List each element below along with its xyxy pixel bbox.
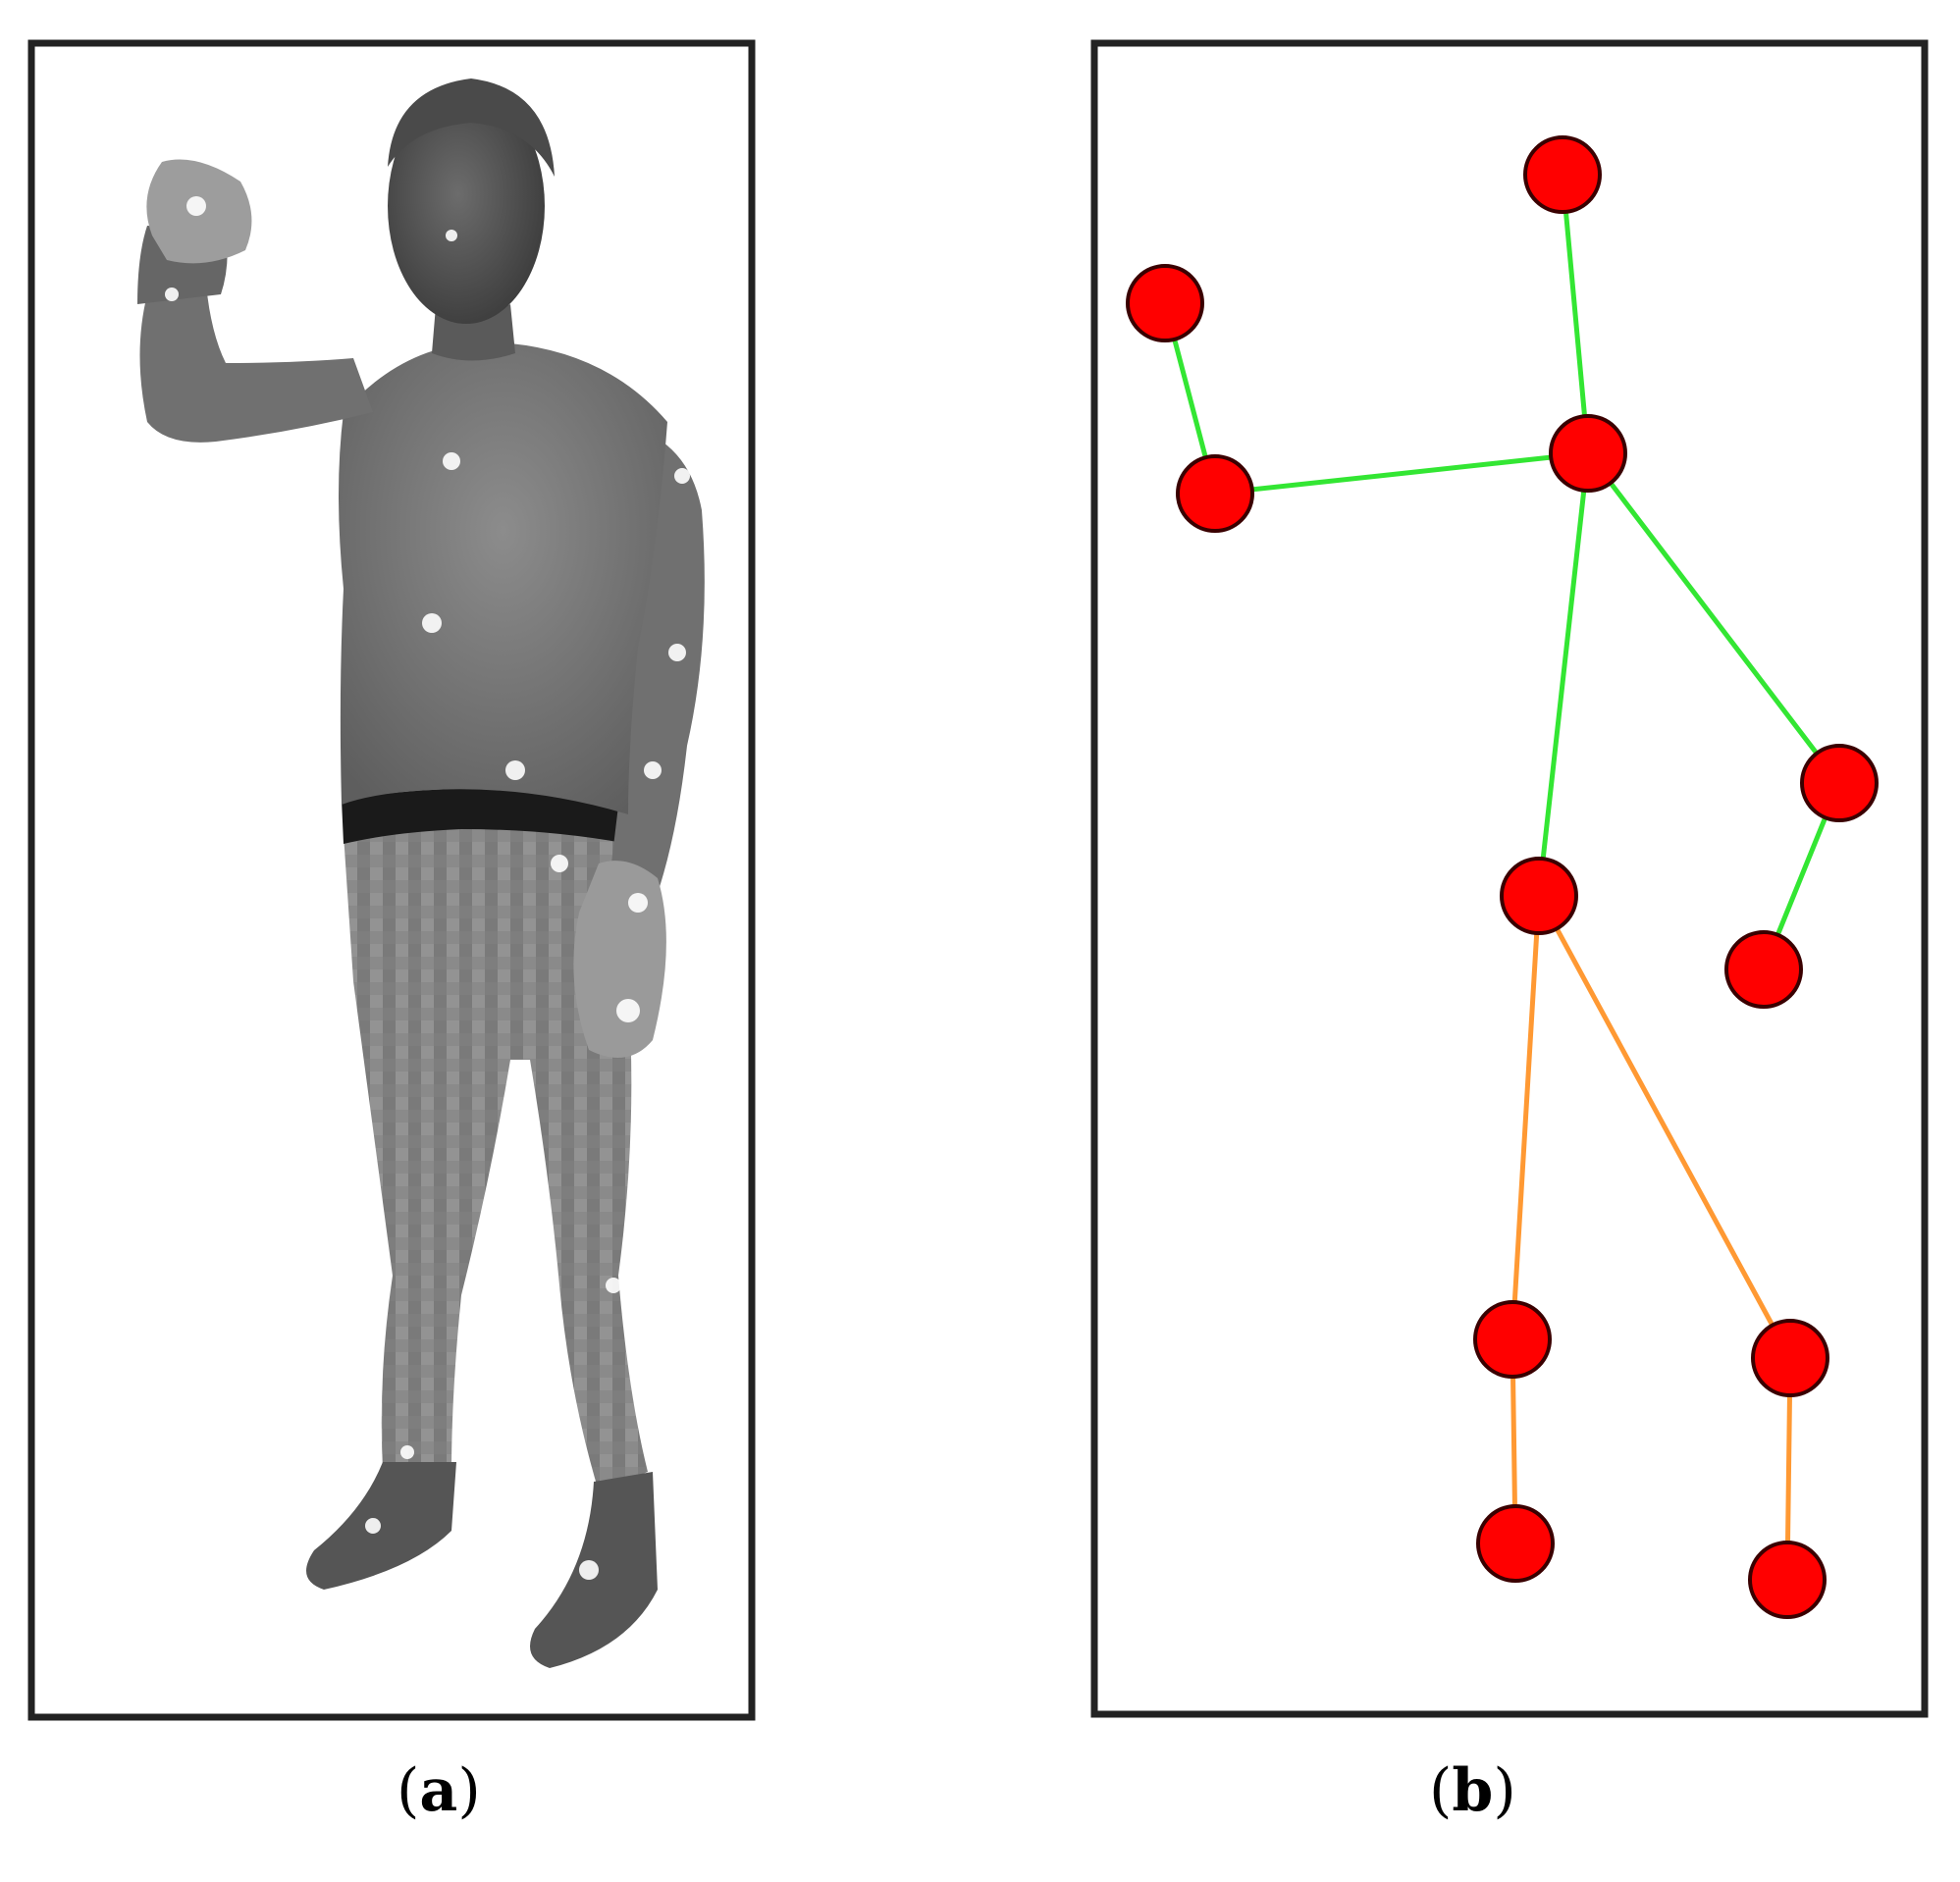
joint-right-elbow — [1800, 744, 1879, 822]
bone-neck — [1560, 172, 1591, 456]
joint-left-foot — [1476, 1504, 1555, 1583]
bone-right-thigh — [1536, 893, 1793, 1361]
caption-b-letter: b — [1452, 1756, 1494, 1825]
bone-spine — [1536, 450, 1591, 899]
panel-a — [27, 39, 756, 1721]
person-mocap-photo-icon — [137, 78, 705, 1668]
caption-b-close: ) — [1493, 1756, 1516, 1825]
skeleton-diagram — [1126, 135, 1879, 1619]
caption-a-open: ( — [397, 1756, 420, 1825]
joint-left-knee — [1473, 1300, 1552, 1379]
joint-right-knee — [1751, 1319, 1829, 1397]
caption-b: (b) — [1429, 1756, 1516, 1825]
caption-a: (a) — [397, 1756, 481, 1825]
joint-right-hand — [1724, 930, 1803, 1009]
bone-left-shoulder — [1212, 450, 1591, 497]
joint-neck — [1549, 414, 1627, 493]
caption-a-letter: a — [419, 1756, 458, 1825]
panel-b — [1090, 39, 1929, 1718]
bone-left-thigh — [1510, 893, 1542, 1342]
caption-b-open: ( — [1429, 1756, 1453, 1825]
joint-left-hand — [1126, 264, 1204, 342]
joint-pelvis — [1500, 857, 1578, 935]
joint-right-foot — [1748, 1541, 1827, 1619]
joint-head — [1523, 135, 1602, 214]
joint-left-elbow — [1176, 454, 1254, 533]
bone-right-upper-arm — [1585, 450, 1842, 786]
caption-a-close: ) — [457, 1756, 481, 1825]
